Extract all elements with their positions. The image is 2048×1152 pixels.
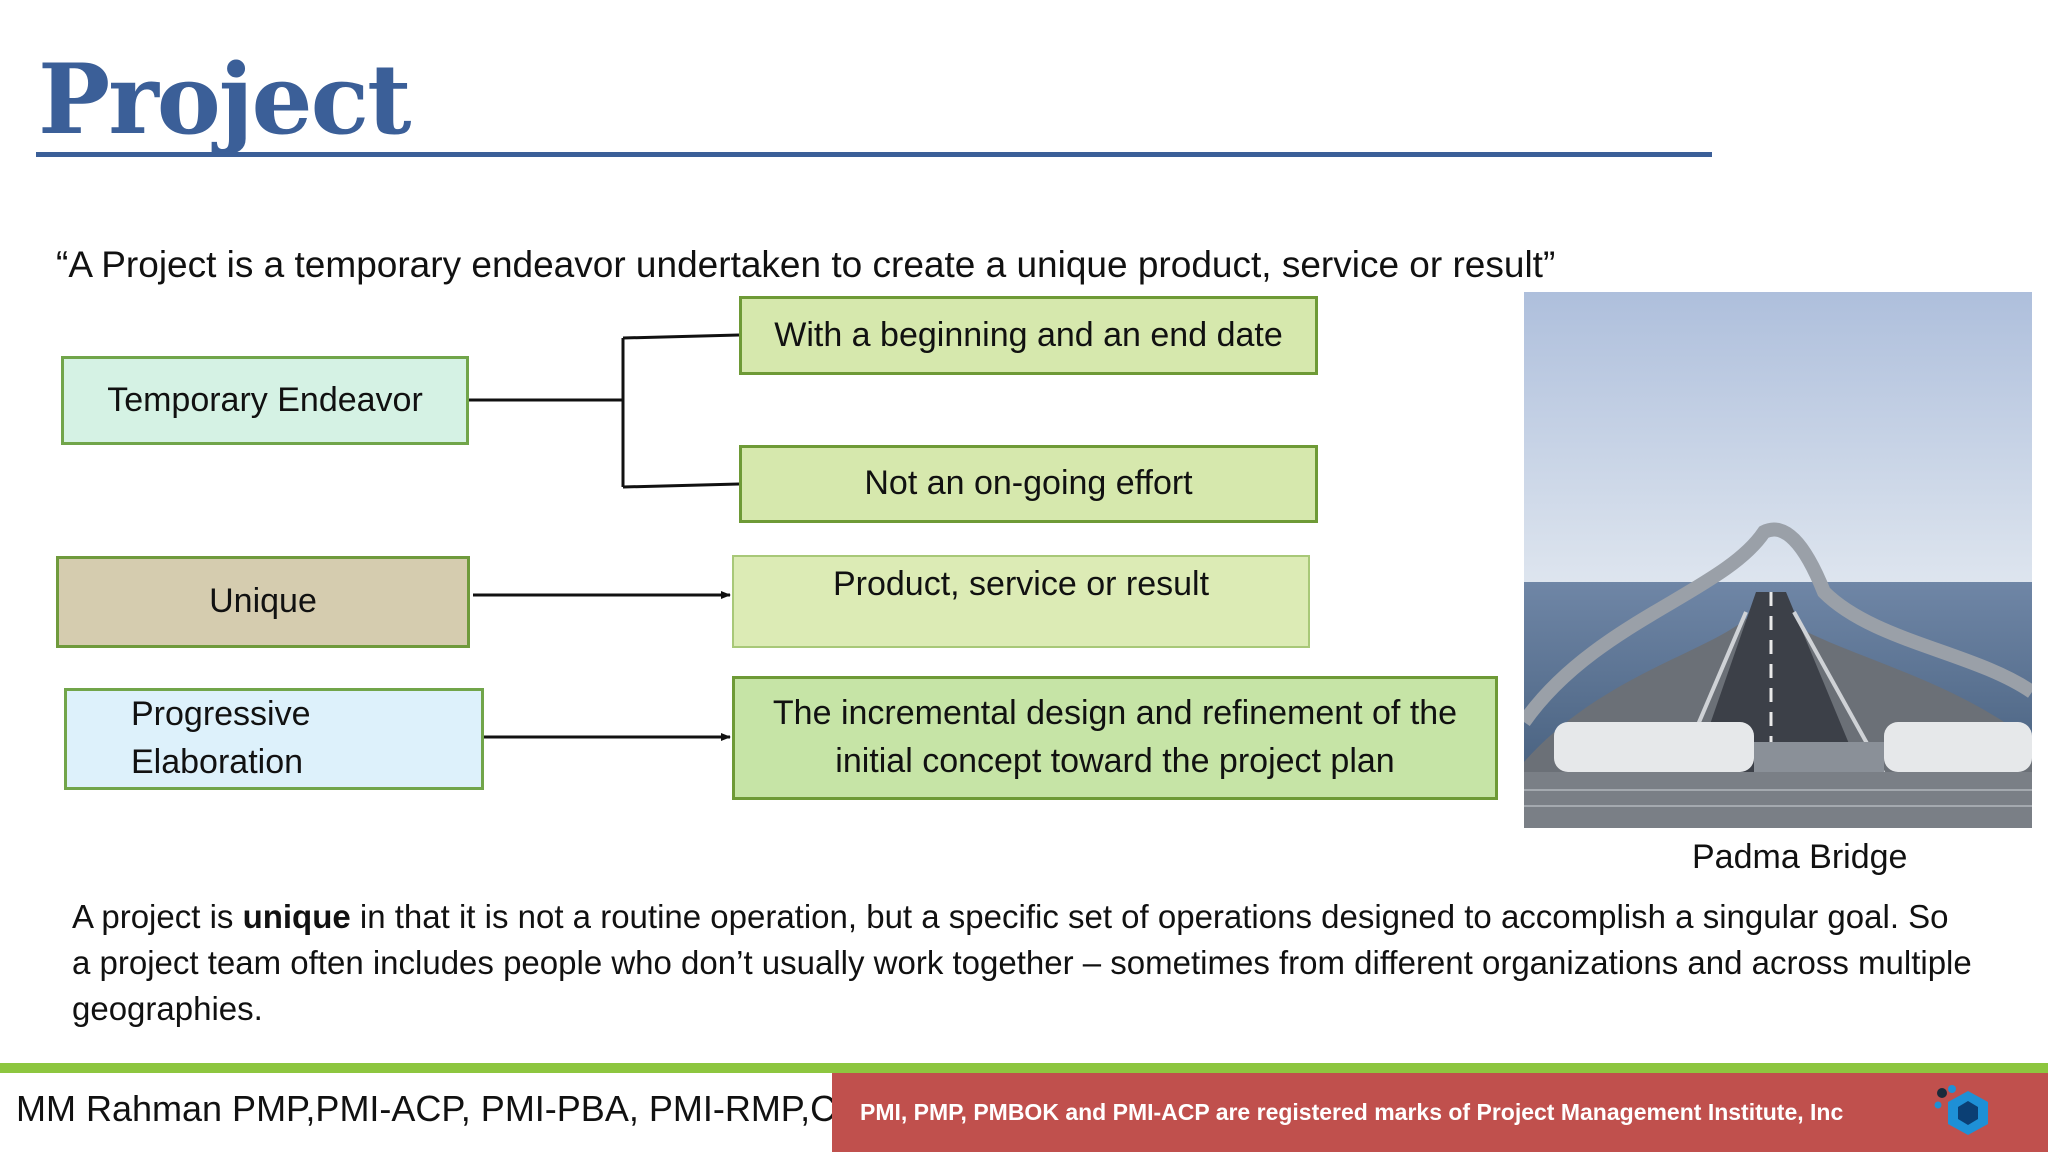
unique-box: Unique bbox=[56, 556, 470, 648]
slide-title: Project bbox=[38, 43, 411, 156]
footer-accent-rule bbox=[0, 1063, 2048, 1073]
title-underline bbox=[36, 152, 1712, 157]
trademark-note: PMI, PMP, PMBOK and PMI-ACP are register… bbox=[860, 1099, 1844, 1125]
project-explanation-paragraph: A project is unique in that it is not a … bbox=[72, 894, 1972, 1032]
beginning-end-date-box: With a beginning and an end date bbox=[739, 296, 1318, 375]
temporary-endeavor-label: Temporary Endeavor bbox=[107, 380, 423, 419]
author-credentials: MM Rahman PMP,PMI-ACP, PMI-PBA, PMI-RMP,… bbox=[16, 1088, 885, 1129]
paragraph-rest: in that it is not a routine operation, b… bbox=[72, 898, 1972, 1027]
incremental-design-label: The incremental design and refinement of… bbox=[773, 690, 1457, 785]
product-service-result-box: Product, service or result bbox=[732, 555, 1310, 648]
incremental-design-box: The incremental design and refinement of… bbox=[732, 676, 1498, 800]
trademark-banner: PMI, PMP, PMBOK and PMI-ACP are register… bbox=[832, 1073, 2048, 1152]
not-ongoing-box: Not an on-going effort bbox=[739, 445, 1318, 523]
product-service-result-label: Product, service or result bbox=[832, 565, 1210, 603]
hexagon-logo-icon bbox=[1934, 1085, 1988, 1135]
temporary-endeavor-box: Temporary Endeavor bbox=[61, 356, 469, 445]
incremental-line-2: initial concept toward the project plan bbox=[835, 742, 1395, 780]
not-ongoing-label: Not an on-going effort bbox=[864, 464, 1193, 503]
unique-label: Unique bbox=[209, 582, 317, 621]
progressive-line-1: Progressive bbox=[131, 695, 311, 734]
bracket-connector bbox=[469, 333, 740, 489]
paragraph-bold-word: unique bbox=[242, 898, 351, 935]
paragraph-start: A project is bbox=[72, 898, 243, 935]
bridge-photo bbox=[1524, 292, 2032, 828]
progressive-line-2: Elaboration bbox=[131, 743, 304, 781]
project-definition-quote: “A Project is a temporary endeavor under… bbox=[56, 244, 1556, 285]
bridge-caption: Padma Bridge bbox=[1692, 838, 1908, 876]
incremental-line-1: The incremental design and refinement of… bbox=[772, 694, 1458, 733]
beginning-end-date-label: With a beginning and an end date bbox=[774, 315, 1283, 354]
